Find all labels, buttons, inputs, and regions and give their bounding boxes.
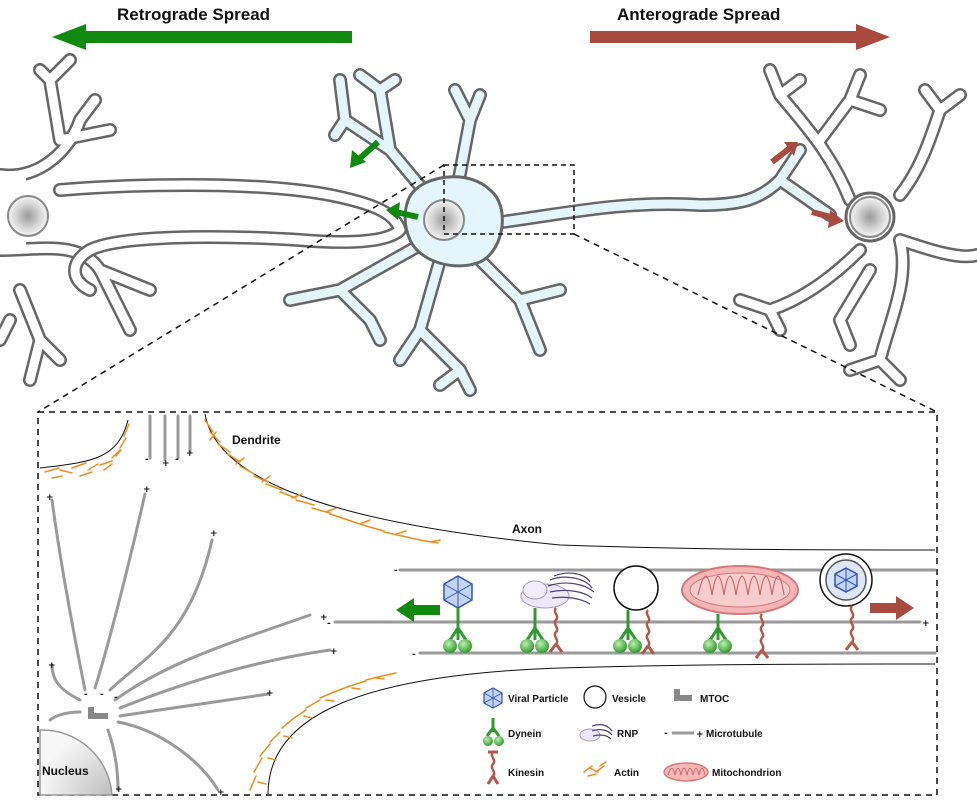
svg-text:-: - [412,650,416,660]
right-neuron-nucleus [849,196,891,238]
retrograde-arrow-head [52,24,86,50]
right-neuron [733,63,977,387]
legend-mtoc-label: MTOC [700,694,729,705]
center-neuron [283,68,837,397]
zoom-box [443,164,575,235]
svg-text:+: + [266,689,274,699]
nucleus [39,729,113,796]
anterograde-title: Anterograde Spread [617,5,780,24]
svg-text:+: + [143,485,151,495]
svg-text:-: - [145,455,149,465]
retrograde-small-arrows [350,139,419,220]
retrograde-title: Retrograde Spread [117,5,270,24]
svg-text:+: + [217,788,225,798]
actin-icon [583,761,607,777]
legend-actin-label: Actin [614,768,639,779]
legend-mtoc: MTOC [674,689,729,705]
cargo-vesicle [613,565,659,655]
legend-rnp: RNP [579,724,638,742]
vesicle-icon [583,685,607,709]
legend-vesicle-label: Vesicle [612,694,646,705]
legend-vesicle: Vesicle [583,685,646,709]
svg-text:-: - [394,566,398,576]
actin-filaments [44,419,441,791]
mtoc-microtubules: +++ +++ +++ ++-- --- [46,414,338,798]
legend-mitochondrion: Mitochondrion [663,762,781,782]
svg-text:-: - [114,693,118,703]
anterograde-small-arrows [770,142,844,228]
svg-text:+: + [330,647,338,657]
axon-label: Axon [512,522,542,536]
legend-rnp-label: RNP [617,729,638,740]
retrograde-arrow-shaft [80,31,352,43]
neuron-network [0,53,977,397]
legend-viral-particle: Viral Particle [483,687,569,709]
legend-dynein-label: Dynein [508,729,541,740]
zoom-line-left [37,164,445,413]
legend-dynein: Dynein [483,718,541,746]
cargo-viral-dynein [443,575,473,653]
cargo-enveloped-virus [819,553,873,651]
anterograde-header: Anterograde Spread [590,5,890,50]
membrane-lower [267,663,936,795]
legend-mitochondrion-label: Mitochondrion [712,768,781,779]
left-neuron-nucleus [7,195,49,237]
legend: Viral Particle Vesicle MTOC Dynein RNP [483,685,781,785]
svg-text:+: + [162,459,170,469]
dendrite-label: Dendrite [232,433,281,447]
svg-text:-: - [84,690,88,700]
svg-text:+: + [48,661,56,671]
kinesin-icon [490,751,496,777]
legend-viral-particle-label: Viral Particle [508,694,569,705]
legend-kinesin-label: Kinesin [508,768,544,779]
panel-retrograde-arrow [396,598,440,622]
cargo-rnp [520,572,595,653]
svg-text:-: - [100,690,104,700]
zoom-panel: - - + - +++ +++ +++ ++-- --- [37,411,938,798]
legend-microtubule-label: Microtubule [706,729,763,740]
membrane-upper [204,413,936,551]
anterograde-arrow-shaft [590,31,862,43]
mtoc-icon [674,689,680,701]
svg-text:+: + [115,785,123,795]
svg-text:-: - [327,619,331,629]
membrane-upper-left [39,419,129,469]
nucleus-label: Nucleus [42,764,89,778]
mtoc [88,707,108,719]
svg-text:+: + [922,619,930,629]
left-neuron [0,53,157,387]
panel-anterograde-arrow [870,596,914,620]
svg-text:-: - [175,455,179,465]
legend-actin: Actin [583,761,639,779]
legend-kinesin: Kinesin [486,750,544,785]
zoom-line-right [573,233,938,413]
svg-text:+: + [696,730,704,740]
legend-microtubule: - + Microtubule [664,729,763,740]
svg-text:+: + [210,529,218,539]
svg-text:+: + [186,449,194,459]
svg-text:-: - [664,729,668,739]
retrograde-header: Retrograde Spread [52,5,352,50]
cargo-mitochondrion [681,565,799,659]
svg-text:+: + [46,493,54,503]
svg-text:+: + [320,613,328,623]
anterograde-arrow-head [856,24,890,50]
